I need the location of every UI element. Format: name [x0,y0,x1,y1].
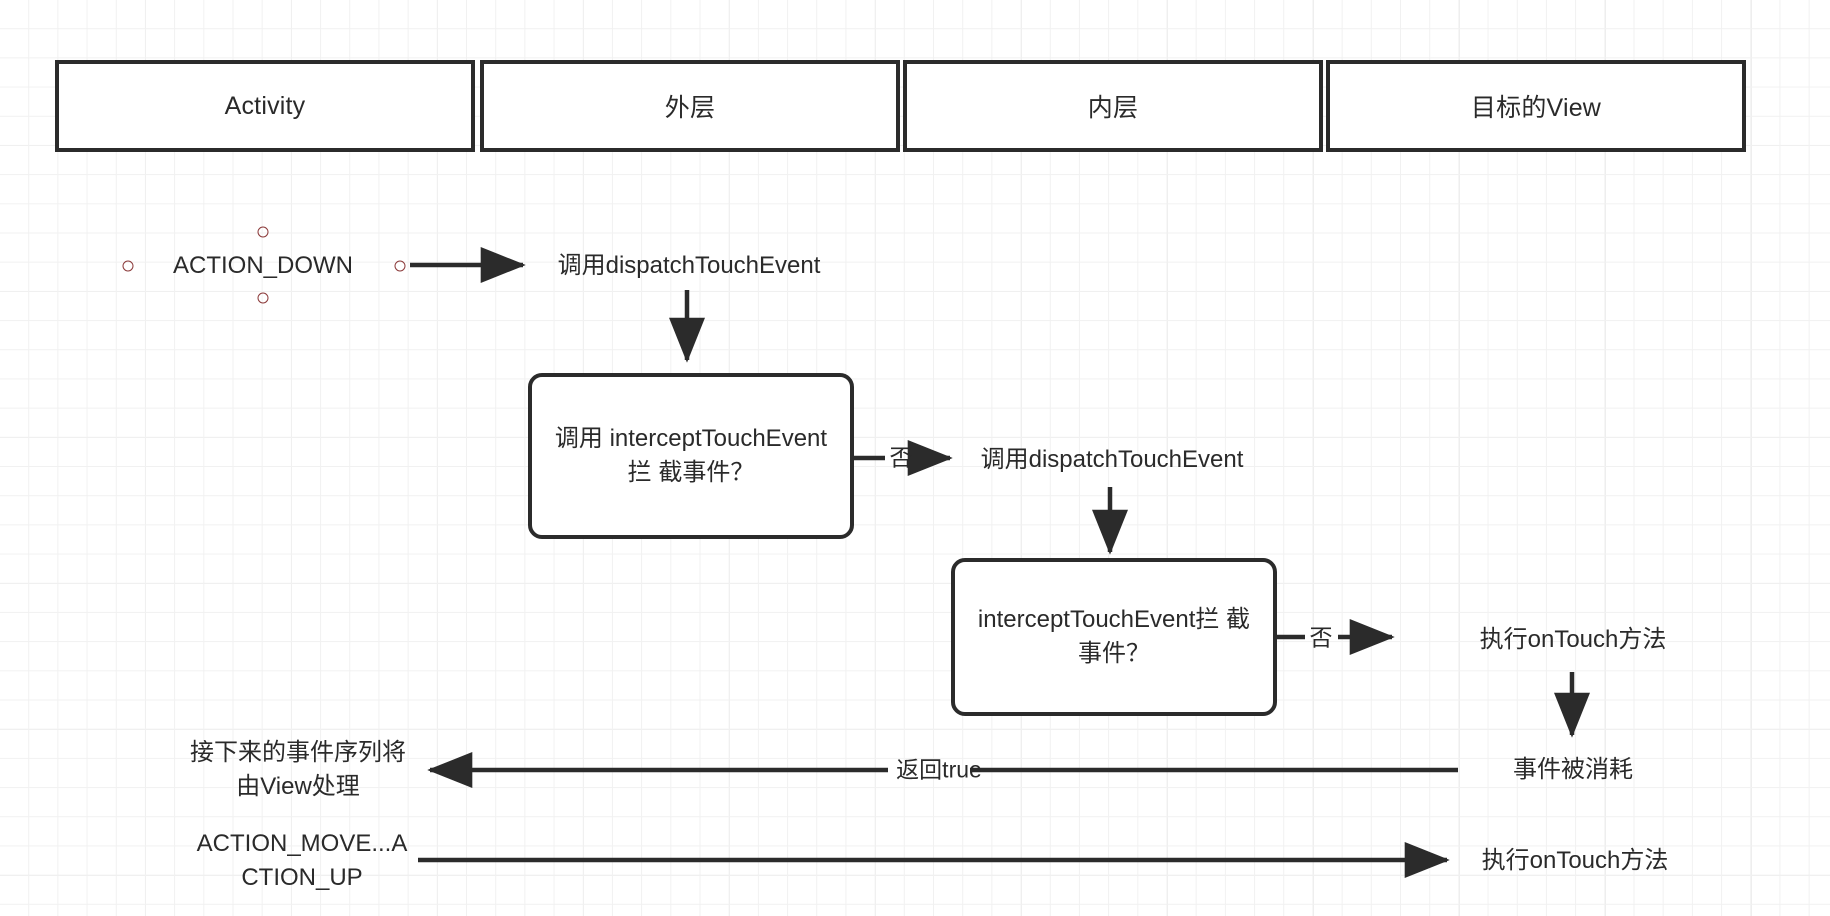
node-dispatch-outer[interactable]: 调用dispatchTouchEvent [557,251,821,279]
node-action-down[interactable]: ACTION_DOWN [173,251,353,279]
selection-handle-top[interactable] [257,226,269,238]
lane-inner[interactable]: 内层 [903,60,1323,152]
node-decision-outer[interactable]: 调用 interceptTouchEvent拦 截事件？ [528,373,854,539]
lane-label: 内层 [1087,94,1139,122]
node-decision-inner[interactable]: interceptTouchEvent拦 截事件？ [951,558,1277,716]
node-on-touch-bottom[interactable]: 执行onTouch方法 [1481,846,1669,874]
edge-label-return-true[interactable]: 返回true [896,756,982,783]
edge-label-inner-no[interactable]: 否 [1309,624,1333,651]
edge-label-outer-no[interactable]: 否 [889,444,913,471]
selection-handle-right[interactable] [394,260,406,272]
lane-label: 目标的View [1470,94,1602,122]
selection-handle-left[interactable] [122,260,134,272]
lane-activity[interactable]: Activity [55,60,475,152]
node-on-touch-right[interactable]: 执行onTouch方法 [1479,625,1667,653]
node-action-move-up[interactable]: ACTION_MOVE...A CTION_UP [196,829,408,891]
lane-label: 外层 [664,94,716,122]
lane-outer[interactable]: 外层 [480,60,900,152]
lane-target-view[interactable]: 目标的View [1326,60,1746,152]
node-event-consumed[interactable]: 事件被消耗 [1513,755,1633,783]
lane-label: Activity [224,91,306,120]
node-handled-by-view[interactable]: 接下来的事件序列将 由View处理 [190,738,406,800]
node-dispatch-inner[interactable]: 调用dispatchTouchEvent [980,445,1244,473]
selection-handle-bottom[interactable] [257,292,269,304]
